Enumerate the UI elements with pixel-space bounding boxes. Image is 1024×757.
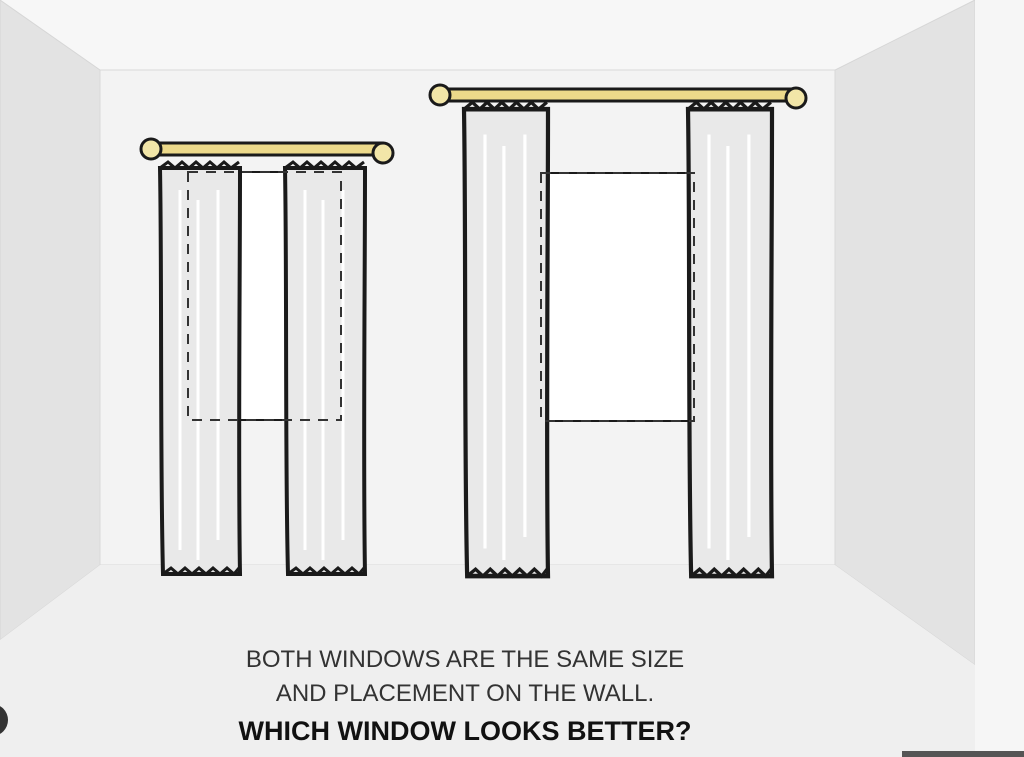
right-window xyxy=(540,172,695,422)
right-curtain-1 xyxy=(464,102,548,576)
left-curtain-1 xyxy=(158,160,242,576)
rod-finial xyxy=(428,83,452,107)
right-margin xyxy=(975,0,1024,757)
left-wall xyxy=(0,0,101,641)
caption-question: WHICH WINDOW LOOKS BETTER? xyxy=(238,716,692,746)
left-curtain-rod xyxy=(153,141,387,157)
right-window-hidden-outline xyxy=(540,172,695,422)
caption-line-1: BOTH WINDOWS ARE THE SAME SIZE xyxy=(245,646,685,673)
left-rod-finial xyxy=(139,137,163,161)
overlay-bar xyxy=(902,751,1024,757)
ceiling xyxy=(0,0,975,70)
right-wall xyxy=(834,0,976,666)
floor xyxy=(0,565,975,757)
right-rod-finial xyxy=(371,141,395,165)
overlay-circle xyxy=(0,706,8,734)
left-curtain-2 xyxy=(283,160,367,576)
right-curtain-2 xyxy=(688,102,772,576)
rod-finial xyxy=(784,86,808,110)
caption-line-2: AND PLACEMENT ON THE WALL. xyxy=(275,680,655,707)
right-curtain-rod xyxy=(438,87,802,103)
left-window-hidden-outline xyxy=(187,171,342,421)
